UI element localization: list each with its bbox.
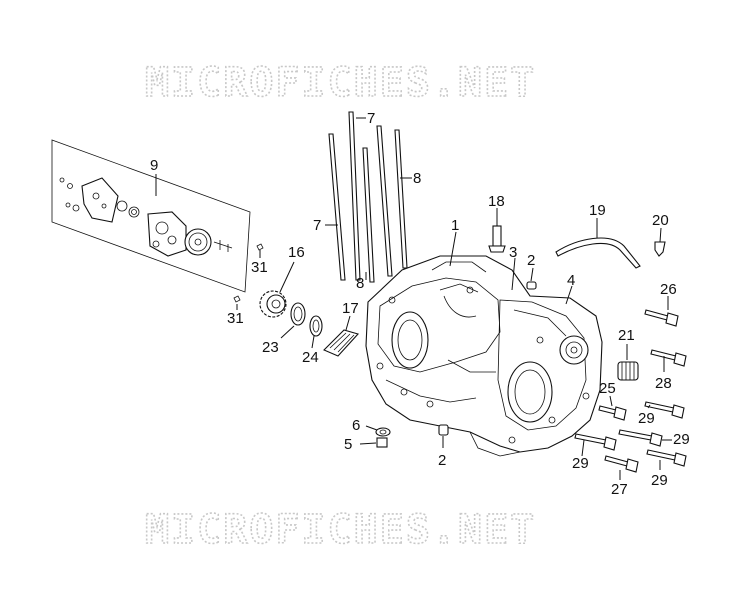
bolt-part-29-a [644,401,685,419]
dowel-part-2-upper [526,281,537,290]
bolt-part-29-c [574,433,617,451]
bolt-part-18 [488,225,506,253]
callout-21: 21 [618,327,635,344]
callout-20: 20 [652,212,669,229]
clip-part-20 [654,241,666,257]
hose-part-19 [555,237,641,269]
callout-8-bottom: 8 [356,275,364,292]
bolt-part-29-d [646,449,687,467]
callout-7-left: 7 [313,217,321,234]
oil-pump-assembly [51,139,251,293]
seal-part-23 [290,302,306,326]
callout-25: 25 [599,380,616,397]
callout-18: 18 [488,193,505,210]
callout-19: 19 [589,202,606,219]
crankcase-part-1 [365,255,603,457]
sprocket-part-16 [259,290,287,318]
watermark-top: MICROFICHES.NET [145,60,536,106]
bolt-part-27 [604,455,639,473]
bolt-part-26 [644,309,679,327]
callout-16: 16 [288,244,305,261]
callout-29-d: 29 [651,472,668,489]
callout-26: 26 [660,281,677,298]
callout-3: 3 [509,244,517,261]
washer-part-6 [375,427,391,437]
ring-part-24 [309,315,323,337]
callout-31-b: 31 [227,310,244,327]
callout-17: 17 [342,300,359,317]
callout-27: 27 [611,481,628,498]
callout-2-upper: 2 [527,252,535,269]
watermark-bottom: MICROFICHES.NET [145,507,536,553]
callout-8-right: 8 [413,170,421,187]
callout-29-b: 29 [673,431,690,448]
clip-part-31 [233,243,264,303]
dowel-part-2-lower [438,424,449,436]
callout-1: 1 [451,217,459,234]
oil-screen-part-17 [323,329,360,357]
bolt-part-28 [650,349,687,367]
callout-2-lower: 2 [438,452,446,469]
callout-6: 6 [352,417,360,434]
callout-5: 5 [344,436,352,453]
callout-23: 23 [262,339,279,356]
bolt-part-25 [598,405,627,421]
callout-28: 28 [655,375,672,392]
callout-24: 24 [302,349,319,366]
callout-7-top: 7 [367,110,375,127]
studs-part-7-8 [328,111,408,283]
callout-31-a: 31 [251,259,268,276]
callout-29-c: 29 [572,455,589,472]
bearing-part-21 [617,361,639,381]
callout-29-a: 29 [638,410,655,427]
bolt-part-29-b [618,429,663,447]
callout-4: 4 [567,272,575,289]
callout-9: 9 [150,157,158,174]
bolt-part-5 [376,437,388,448]
